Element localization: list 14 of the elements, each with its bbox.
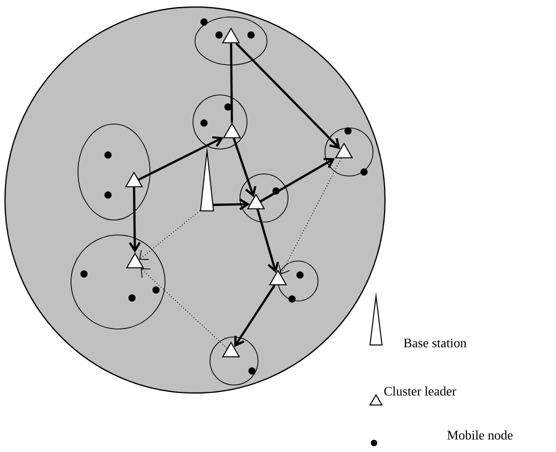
arrow — [213, 198, 250, 210]
arrow — [232, 138, 256, 198]
arrow — [256, 208, 280, 273]
arrow — [235, 42, 340, 150]
legend-label: Cluster leader — [384, 386, 456, 396]
arrow — [128, 187, 141, 253]
arrow — [278, 158, 342, 274]
arrow — [138, 136, 224, 181]
arrow — [139, 210, 200, 260]
arrow — [234, 284, 276, 348]
legend-label: Mobile node — [447, 430, 513, 440]
arrow — [140, 268, 228, 349]
arrow — [260, 158, 335, 202]
legend-label: Base station — [404, 338, 466, 348]
